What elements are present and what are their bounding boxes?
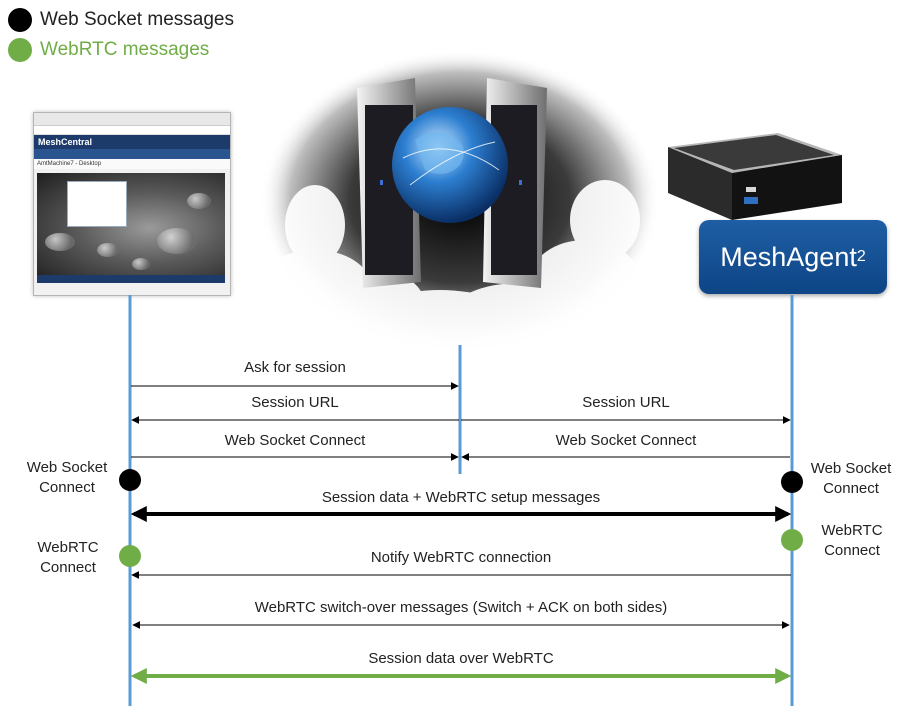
ws-connect-label-right: Web Socket Connect [800, 459, 902, 499]
side-label-line: Connect [823, 480, 879, 497]
legend-webrtc-dot [8, 38, 32, 62]
mini-pc-icon [668, 133, 842, 220]
water-drop [97, 243, 119, 257]
label-session-setup: Session data + WebRTC setup messages [321, 489, 601, 506]
label-session-url-right: Session URL [582, 394, 670, 411]
label-notify-webrtc: Notify WebRTC connection [370, 549, 552, 566]
meshcentral-header: MeshCentral [34, 135, 230, 149]
ws-connect-label-left: Web Socket Connect [14, 458, 120, 498]
water-drop [187, 193, 211, 209]
side-label-line: Connect [40, 559, 96, 576]
water-drop [132, 258, 150, 270]
webrtc-connect-label-right: WebRTC Connect [806, 521, 898, 561]
meshagent-version: 2 [856, 248, 866, 265]
side-label-line: Connect [39, 479, 95, 496]
legend-websocket-label: Web Socket messages [40, 9, 234, 30]
webrtc-connect-dot-left [119, 545, 141, 567]
label-ask-for-session: Ask for session [244, 359, 346, 376]
legend-websocket-dot [8, 8, 32, 32]
label-ws-connect-left: Web Socket Connect [224, 432, 366, 449]
webrtc-connect-dot-right [781, 529, 803, 551]
browser-screenshot-icon: MeshCentral AmtMachine7 - Desktop [33, 112, 231, 296]
legend-webrtc-label: WebRTC messages [40, 39, 210, 60]
ws-connect-dot-right [781, 471, 803, 493]
water-drop [157, 228, 197, 254]
side-label-line: Web Socket [26, 459, 108, 476]
webrtc-connect-label-left: WebRTC Connect [18, 538, 118, 578]
label-session-url-left: Session URL [251, 394, 339, 411]
meshagent-label: MeshAgent [720, 241, 857, 272]
ws-connect-dot-left [119, 469, 141, 491]
browser-titlebar [34, 113, 230, 126]
label-session-data-webrtc: Session data over WebRTC [368, 650, 554, 667]
browser-urlbar [34, 126, 230, 135]
remote-taskbar [37, 275, 225, 283]
meshcentral-page-title: AmtMachine7 - Desktop [34, 159, 230, 169]
remote-desktop-view [37, 173, 225, 283]
label-ws-connect-right: Web Socket Connect [555, 432, 697, 449]
cloud-server-icon [260, 50, 660, 350]
label-switch-over: WebRTC switch-over messages (Switch + AC… [254, 599, 668, 616]
side-label-line: WebRTC [37, 539, 99, 556]
legend-websocket: Web Socket messages [8, 8, 234, 32]
meshcentral-nav [34, 149, 230, 159]
side-label-line: WebRTC [821, 522, 883, 539]
legend-webrtc: WebRTC messages [8, 38, 209, 62]
side-label-line: Web Socket [810, 460, 892, 477]
side-label-line: Connect [824, 542, 880, 559]
file-explorer-window [67, 181, 127, 227]
water-drop [45, 233, 75, 251]
